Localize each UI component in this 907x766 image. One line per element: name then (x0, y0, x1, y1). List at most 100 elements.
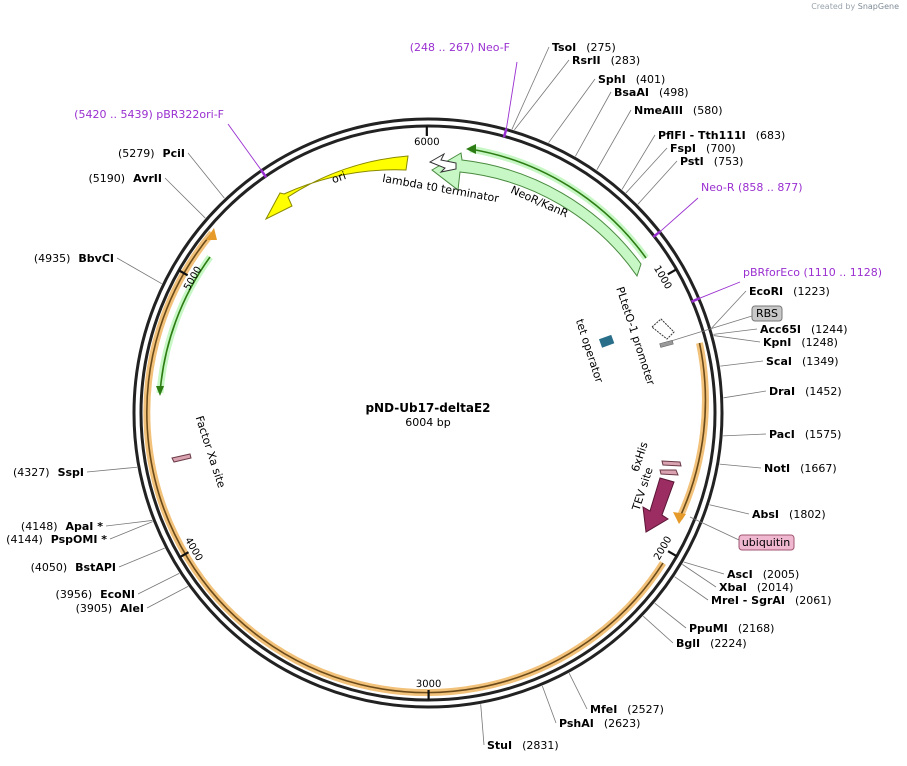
feature-rbs-box[interactable] (751, 305, 783, 322)
enzyme-leader-asci (683, 561, 725, 575)
primer-site-0[interactable]: (248 .. 267) Neo-F (410, 41, 518, 138)
primer-site-2[interactable]: pBRforEco (1110 .. 1128) (690, 266, 882, 303)
enzyme-leader-bbvci (116, 257, 162, 285)
feature-tev-site[interactable] (642, 477, 675, 533)
enzyme-site-bgli[interactable]: BglI (2224) (642, 615, 747, 650)
primer-site-1[interactable]: Neo-R (858 .. 877) (652, 181, 803, 238)
enzyme-site-xbai[interactable]: XbaI(2014) (682, 564, 793, 594)
enzyme-leader-paci (723, 433, 767, 437)
enzyme-site-drai[interactable]: DraI (1452) (723, 385, 842, 399)
enzyme-site-acc65i[interactable]: Acc65I(1244) (713, 323, 848, 336)
enzyme-leader-pshai (541, 685, 557, 724)
feature-6xhis[interactable] (661, 460, 682, 467)
enzyme-site-scai[interactable]: ScaI(1349) (720, 355, 839, 368)
enzyme-site-ppumi[interactable]: PpuMI(2168) (654, 602, 775, 635)
enzyme-site-asci[interactable]: AscI(2005) (683, 561, 799, 581)
enzyme-site-stui[interactable]: StuI(2831) (480, 704, 559, 752)
enzyme-name: PciI (163, 147, 185, 160)
enzyme-site-psti[interactable]: PstI(753) (637, 155, 744, 205)
enzyme-site-pshai[interactable]: PshAI(2623) (541, 685, 640, 730)
feature-ori[interactable] (264, 155, 409, 221)
enzyme-name: ScaI (766, 355, 792, 368)
primer-label: pBRforEco (1110 .. 1128) (743, 266, 882, 279)
enzyme-leader-bsaai (575, 91, 612, 157)
enzyme-position: (2224) (710, 637, 747, 650)
enzyme-position: (2527) (627, 703, 664, 716)
enzyme-leader-ecori (711, 290, 747, 329)
enzyme-position: (683) (756, 129, 786, 142)
enzyme-site-mrei-sgrai[interactable]: MreI - SgrAI(2061) (674, 576, 832, 607)
primer-site-3[interactable]: (5420 .. 5439) pBR322ori-F (74, 108, 268, 178)
enzyme-site-bstapi[interactable]: BstAPI(4050) (31, 547, 165, 574)
feature-factor-xa-site[interactable] (171, 453, 192, 463)
enzyme-position: (498) (659, 86, 689, 99)
enzyme-name: AscI (727, 568, 753, 581)
enzyme-leader-nmeaiii (596, 109, 632, 171)
enzyme-site-nmeaiii[interactable]: NmeAIII(580) (596, 104, 723, 171)
orf-arc-green-top-line (469, 148, 647, 259)
backbone-outer-strand (132, 117, 724, 709)
enzyme-position: (275) (586, 41, 616, 54)
enzyme-site-pflfi-tth111i[interactable]: PflFI - Tth111I(683) (621, 129, 786, 190)
feature-lambda-t0-terminator[interactable] (428, 152, 457, 173)
enzyme-leader-tsoi (511, 46, 550, 130)
tick-mark-2000 (667, 550, 678, 558)
enzyme-site-paci[interactable]: PacI(1575) (723, 428, 841, 441)
snapgene-watermark: Created by SnapGene (811, 2, 899, 11)
enzyme-name: BglI (676, 637, 700, 650)
primer-mark (690, 297, 701, 303)
enzyme-position: (1223) (793, 285, 830, 298)
enzyme-site-sphi[interactable]: SphI(401) (548, 73, 666, 143)
enzyme-position: (1667) (800, 462, 837, 475)
enzyme-leader-pspomi (109, 521, 153, 540)
enzyme-site-fspi[interactable]: FspI(700) (625, 142, 736, 194)
feature-ubiquitin-box[interactable] (738, 534, 795, 551)
enzyme-site-tsoi[interactable]: TsoI(275) (511, 41, 616, 130)
orf-arc-large-arrowhead (206, 228, 217, 240)
enzyme-site-alei[interactable]: AleI(3905) (76, 586, 189, 615)
primer-mark (652, 230, 662, 238)
enzyme-site-bbvci[interactable]: BbvCI(4935) (34, 252, 162, 285)
enzyme-site-avrii[interactable]: AvrII(5190) (89, 172, 206, 219)
feature-tet-operator[interactable] (598, 334, 615, 348)
enzyme-site-rsrii[interactable]: RsrII(283) (514, 54, 640, 131)
enzyme-name: KpnI (763, 336, 791, 349)
enzyme-name: NmeAIII (634, 104, 683, 117)
enzyme-name: DraI (769, 385, 795, 398)
tick-mark-4000 (179, 551, 190, 559)
enzyme-position: (3905) (76, 602, 113, 615)
primer-leader (505, 61, 518, 129)
enzyme-site-bsaai[interactable]: BsaAI(498) (575, 86, 689, 157)
enzyme-site-apai[interactable]: ApaI * (4148) (21, 520, 153, 533)
enzyme-leader-mfei (568, 672, 588, 710)
enzyme-site-noti[interactable]: NotI(1667) (719, 462, 837, 475)
enzyme-name: MfeI (590, 703, 617, 716)
enzyme-site-absi[interactable]: AbsI(1802) (709, 504, 826, 521)
enzyme-leader-stui (480, 704, 485, 746)
feature-pltet-promoter[interactable] (651, 318, 675, 340)
enzyme-site-ecori[interactable]: EcoRI(1223) (711, 285, 830, 329)
enzyme-position: (4148) (21, 520, 58, 533)
enzyme-position: (1452) (805, 385, 842, 398)
enzyme-leader-avrii (164, 177, 206, 219)
primer-leader (699, 281, 741, 299)
enzyme-name: PshAI (559, 717, 594, 730)
enzyme-name: BstAPI (75, 561, 116, 574)
enzyme-site-mfei[interactable]: MfeI (2527) (568, 672, 664, 716)
plasmid-length: 6004 bp (405, 416, 450, 429)
enzyme-name: SphI (598, 73, 626, 86)
enzyme-site-econi[interactable]: EcoNI(3956) (56, 572, 180, 601)
enzyme-leader-pflfi-tth111i (621, 134, 656, 190)
enzyme-site-sspi[interactable]: SspI(4327) (13, 466, 138, 479)
enzyme-name: StuI (487, 739, 512, 752)
enzyme-name: PpuMI (689, 622, 728, 635)
enzyme-site-kpni[interactable]: KpnI (1248) (713, 335, 838, 349)
enzyme-position: (1248) (801, 336, 838, 349)
enzyme-site-pcii[interactable]: PciI(5279) (118, 147, 225, 199)
enzyme-position: (700) (706, 142, 736, 155)
enzyme-leader-acc65i (713, 328, 758, 335)
orf-arc-right[interactable] (676, 342, 709, 520)
enzyme-name: ApaI * (66, 520, 104, 533)
enzyme-site-pspomi[interactable]: PspOMI *(4144) (6, 521, 153, 546)
orf-arc-green-left-arrowhead (156, 386, 164, 396)
